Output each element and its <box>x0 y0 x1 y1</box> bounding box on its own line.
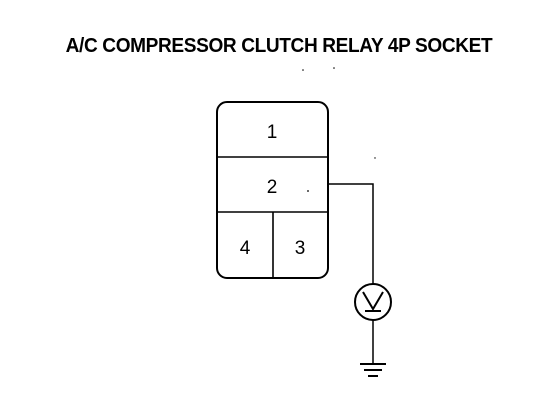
test-lead-wire <box>328 183 374 285</box>
voltmeter-icon <box>354 283 392 321</box>
pin-4-label: 4 <box>240 238 251 259</box>
diagram-title: A/C COMPRESSOR CLUTCH RELAY 4P SOCKET <box>65 34 493 57</box>
pin-1-label: 1 <box>267 122 278 143</box>
pin-3-label: 3 <box>295 238 306 259</box>
scan-speckles <box>302 67 376 192</box>
pin-2-label: 2 <box>267 177 278 198</box>
ground-icon <box>360 363 386 377</box>
